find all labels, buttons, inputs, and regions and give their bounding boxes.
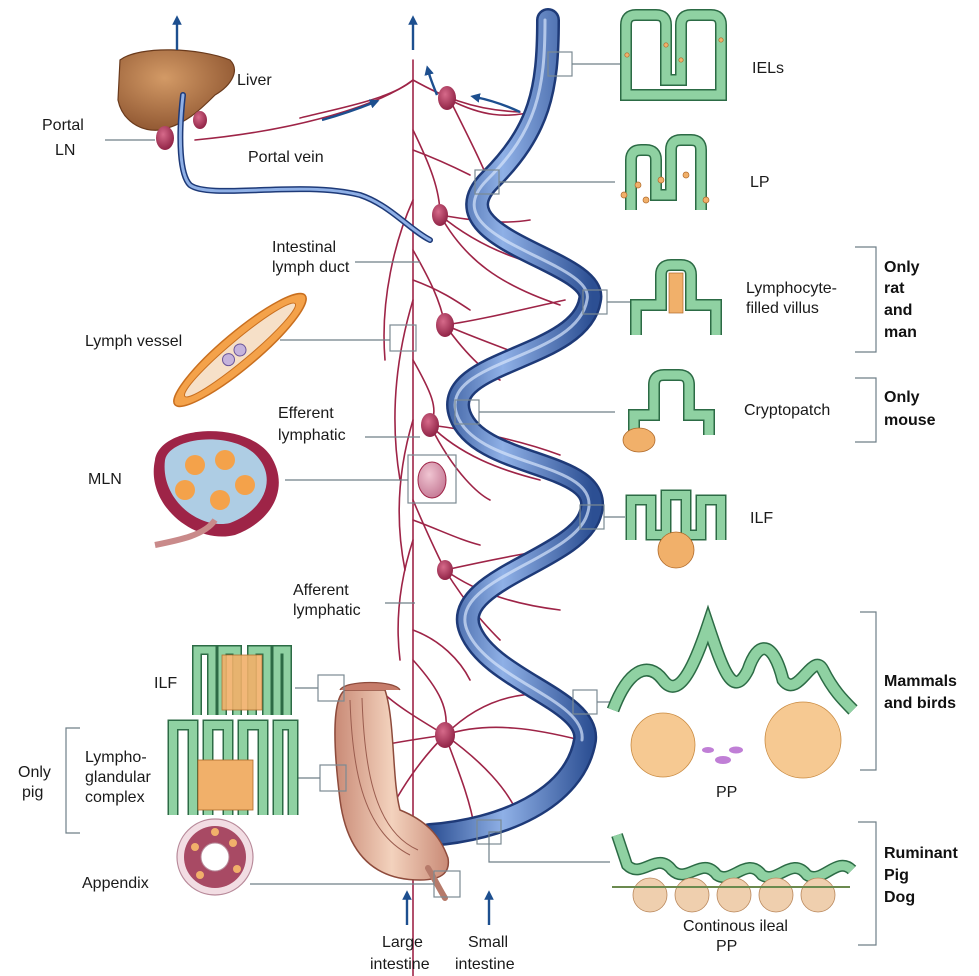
label-only-pig-1: Only [18, 764, 51, 781]
label-afferent-1: Afferent [293, 582, 349, 599]
tissue-lymphocyte-filled-villus [636, 265, 716, 335]
label-lympho-2: glandular [85, 769, 152, 786]
label-intestinal-lymph-duct-1: Intestinal [272, 239, 336, 256]
label-cont-pp-2: PP [716, 938, 737, 955]
mln-illustration [154, 431, 279, 545]
label-efferent-2: lymphatic [278, 427, 346, 444]
label-cont-pp-1: Continous ileal [683, 918, 788, 935]
label-small-intestine-1: Small [468, 934, 508, 951]
tissue-pp [613, 625, 853, 778]
label-efferent-1: Efferent [278, 405, 334, 422]
tissue-iels [625, 15, 723, 95]
tissue-ilf-left [197, 650, 287, 715]
tissue-cryptopatch [623, 375, 709, 452]
label-mln: MLN [88, 471, 122, 488]
mln-node-enlarged [418, 462, 446, 498]
label-large-intestine-1: Large [382, 934, 423, 951]
label-afferent-2: lymphatic [293, 602, 361, 619]
label-ruminant: Ruminant [884, 845, 958, 862]
label-liver: Liver [237, 72, 272, 89]
portal-ln-node [156, 126, 174, 150]
label-lfv-1: Lymphocyte- [746, 280, 837, 297]
label-only-rat-4: man [884, 324, 917, 341]
label-small-intestine-2: intestine [455, 956, 515, 973]
label-only-pig-2: pig [22, 784, 43, 801]
lymph-vessel-illustration [163, 282, 316, 419]
label-mammals-2: and birds [884, 695, 956, 712]
label-lympho-3: complex [85, 789, 145, 806]
label-portal-ln-2: LN [55, 142, 75, 159]
label-cryptopatch: Cryptopatch [744, 402, 830, 419]
label-pig: Pig [884, 867, 909, 884]
appendix-illustration [177, 819, 253, 895]
label-lfv-2: filled villus [746, 300, 819, 317]
label-portal-ln-1: Portal [42, 117, 84, 134]
label-lymph-vessel: Lymph vessel [85, 333, 182, 350]
label-mammals-1: Mammals [884, 673, 957, 690]
small-intestine-tube [430, 20, 592, 835]
tissue-ilf-right [631, 495, 721, 568]
label-ilf-right: ILF [750, 510, 773, 527]
tissue-lp [621, 140, 709, 210]
label-iels: IELs [752, 60, 784, 77]
label-pp: PP [716, 784, 737, 801]
tissue-continuous-ileal-pp [612, 835, 852, 912]
label-only-mouse-2: mouse [884, 412, 936, 429]
label-appendix: Appendix [82, 875, 149, 892]
tissue-lymphoglandular-complex [173, 725, 293, 815]
large-intestine-colon [335, 683, 448, 899]
label-dog: Dog [884, 889, 915, 906]
label-intestinal-lymph-duct-2: lymph duct [272, 259, 350, 276]
label-only-mouse-1: Only [884, 389, 920, 406]
label-only-rat-2: rat [884, 280, 905, 297]
label-only-rat-3: and [884, 302, 912, 319]
label-lp: LP [750, 174, 770, 191]
label-only-rat-1: Only [884, 259, 920, 276]
label-ilf-left: ILF [154, 675, 177, 692]
label-large-intestine-2: intestine [370, 956, 430, 973]
label-lympho-1: Lympho- [85, 749, 147, 766]
label-portal-vein: Portal vein [248, 149, 324, 166]
